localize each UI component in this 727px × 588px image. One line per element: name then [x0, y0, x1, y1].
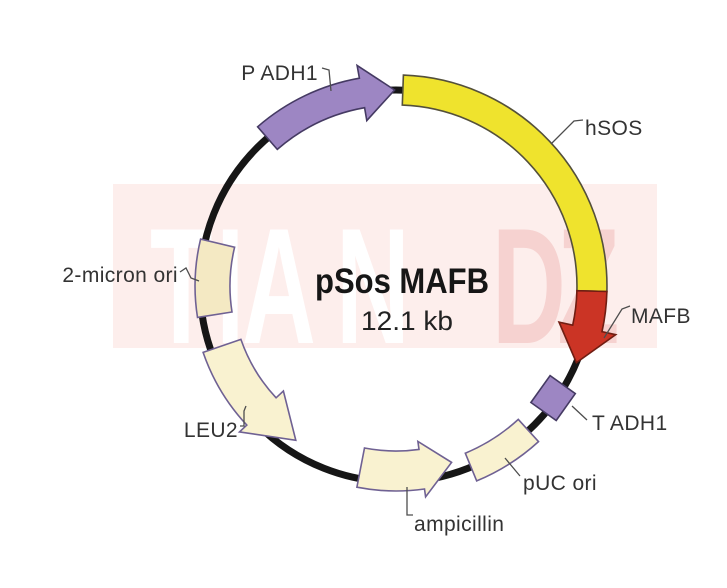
leader-puc-ori: [504, 457, 521, 477]
feature-2micron: [194, 238, 236, 319]
label-ampicillin: ampicillin: [414, 513, 504, 536]
leader-hsos: [550, 119, 584, 145]
feature-t-adh1: [529, 374, 577, 422]
leader-leu2: [240, 405, 247, 427]
leader-t-adh1: [571, 405, 588, 421]
leader-2micron: [179, 267, 200, 282]
label-t-adh1: T ADH1: [592, 412, 668, 435]
feature-puc-ori: [464, 418, 540, 482]
watermark-letter-2: A: [242, 195, 316, 379]
label-p-adh1: P ADH1: [241, 62, 318, 85]
feature-leu2: [202, 338, 297, 442]
label-puc-ori: pUC ori: [523, 472, 597, 495]
leader-p-adh1: [321, 67, 332, 92]
leader-ampicillin: [406, 487, 413, 516]
feature-labels: P ADH1 hSOS MAFB T ADH1 pUC ori ampicillin LEU…: [62, 62, 691, 536]
label-2micron: 2-micron ori: [62, 264, 178, 287]
feature-mafb: [557, 289, 618, 364]
feature-p-adh1: [256, 63, 396, 151]
plasmid-features: [194, 63, 618, 499]
plasmid-title: pSos MAFB: [315, 262, 489, 301]
feature-ampicillin: [355, 439, 453, 499]
plasmid-size: 12.1 kb: [361, 306, 453, 336]
label-mafb: MAFB: [631, 305, 691, 328]
watermark-text: TIANDZ: [150, 195, 620, 379]
label-leader-lines: [179, 67, 631, 516]
watermark-letter-3: N: [336, 195, 410, 379]
label-hsos: hSOS: [585, 117, 643, 140]
label-leu2: LEU2: [184, 419, 238, 442]
leader-mafb: [603, 305, 631, 339]
watermark-letter-4: D: [492, 195, 566, 379]
